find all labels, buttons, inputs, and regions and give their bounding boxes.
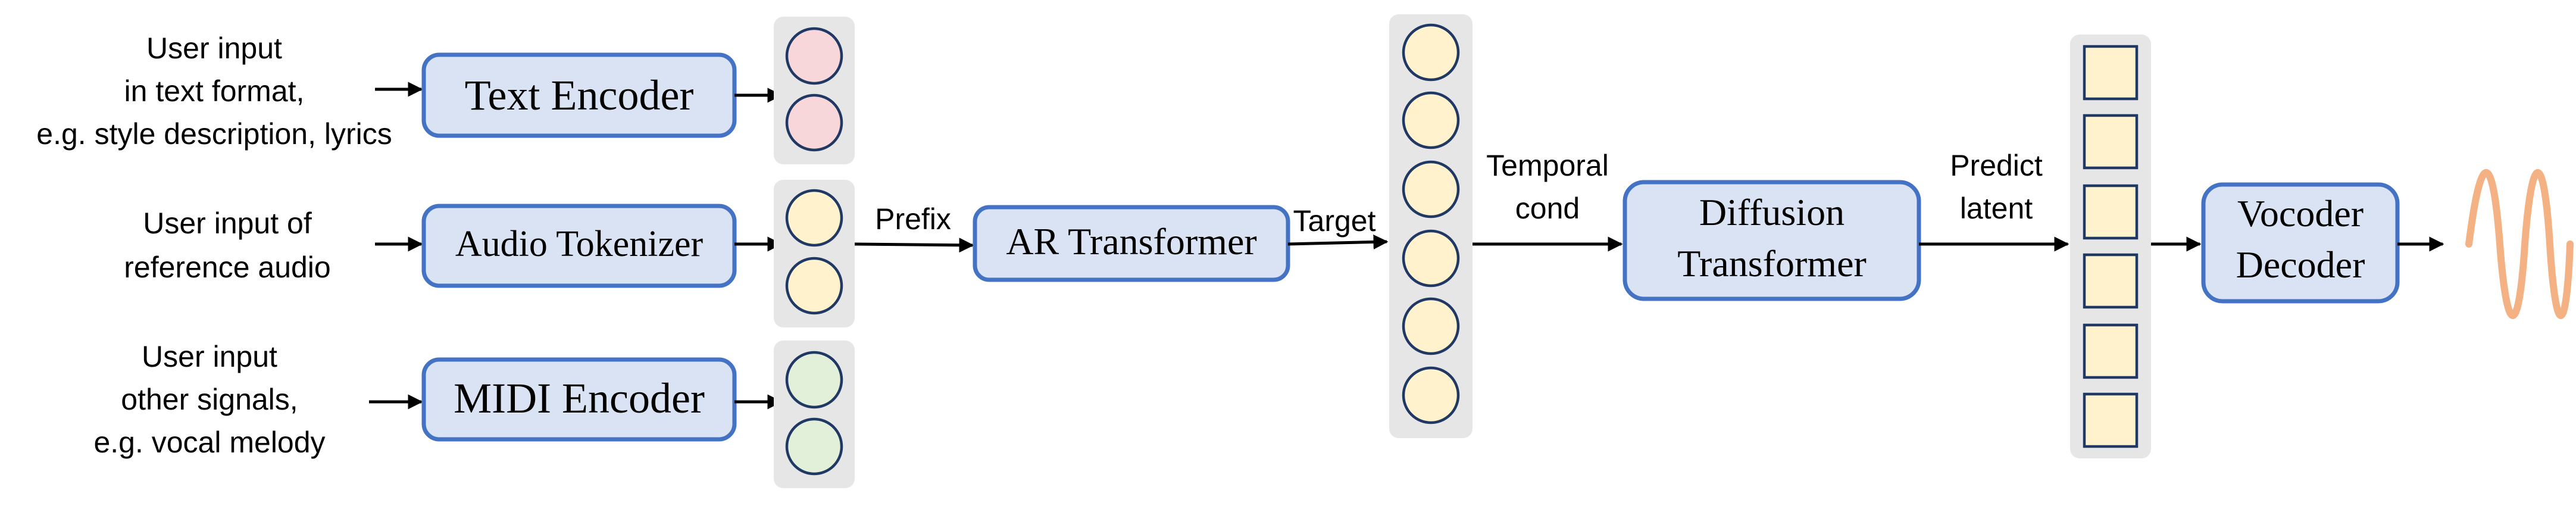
arrow-target <box>1287 235 1389 250</box>
diffusion-transformer-box: Diffusion Transformer <box>1622 180 1921 301</box>
midi-token-panel <box>774 341 855 488</box>
midi-token <box>785 351 843 409</box>
midi-input-line-2: other signals, <box>121 383 298 416</box>
target-token-panel <box>1389 14 1473 438</box>
audio-input-line-1: User input of <box>143 207 312 240</box>
target-token <box>1402 229 1460 288</box>
text-token <box>785 27 843 85</box>
vocoder-decoder-box: Vocoder Decoder <box>2201 182 2400 304</box>
predict-latent-label: Predict latent <box>1950 149 2043 225</box>
ar-transformer-box: AR Transformer <box>973 205 1290 282</box>
diffusion-transformer-line-1: Diffusion <box>1699 191 1845 233</box>
text-input-line-2: in text format, <box>124 74 305 108</box>
audio-tokenizer-label: Audio Tokenizer <box>455 224 704 264</box>
text-token-panel <box>774 17 855 164</box>
midi-encoder-label: MIDI Encoder <box>454 374 705 422</box>
temporal-cond-label: Temporal cond <box>1486 149 1609 225</box>
audio-token <box>785 257 843 315</box>
text-encoder-label: Text Encoder <box>465 71 694 119</box>
audio-input-line-2: reference audio <box>124 251 330 284</box>
waveform-icon <box>2465 169 2574 319</box>
predict-latent-line-1: Predict <box>1950 149 2043 182</box>
midi-input-label: User input other signals, e.g. vocal mel… <box>93 340 325 459</box>
temporal-cond-line-1: Temporal <box>1486 149 1609 182</box>
text-encoder-box: Text Encoder <box>421 52 737 138</box>
target-token <box>1402 91 1460 149</box>
prefix-label: Prefix <box>875 202 951 236</box>
target-token <box>1402 23 1460 82</box>
latent-token <box>2083 45 2139 101</box>
latent-token <box>2083 323 2139 379</box>
target-label: Target <box>1293 204 1376 238</box>
audio-token-panel <box>774 180 855 327</box>
text-input-line-3: e.g. style description, lyrics <box>36 117 392 151</box>
latent-token <box>2083 392 2139 448</box>
midi-input-line-3: e.g. vocal melody <box>93 426 325 459</box>
arrow-prefix <box>854 238 974 253</box>
audio-token <box>785 189 843 247</box>
latent-panel <box>2070 35 2151 458</box>
audio-tokenizer-box: Audio Tokenizer <box>421 204 737 288</box>
temporal-cond-line-2: cond <box>1515 192 1580 225</box>
latent-token <box>2083 184 2139 240</box>
midi-input-line-1: User input <box>142 340 277 373</box>
latent-token <box>2083 253 2139 309</box>
ar-transformer-label: AR Transformer <box>1006 220 1256 263</box>
predict-latent-line-2: latent <box>1960 192 2033 225</box>
text-input-line-1: User input <box>146 32 282 65</box>
vocoder-decoder-line-1: Vocoder <box>2237 192 2364 235</box>
target-token <box>1402 297 1460 355</box>
vocoder-decoder-line-2: Decoder <box>2236 243 2365 286</box>
audio-input-label: User input of reference audio <box>124 207 330 284</box>
diffusion-transformer-line-2: Transformer <box>1677 242 1867 285</box>
target-token <box>1402 160 1460 218</box>
midi-encoder-box: MIDI Encoder <box>421 357 737 442</box>
text-token <box>785 93 843 152</box>
target-token <box>1402 366 1460 424</box>
text-input-label: User input in text format, e.g. style de… <box>36 32 392 151</box>
latent-token <box>2083 114 2139 170</box>
midi-token <box>785 417 843 476</box>
